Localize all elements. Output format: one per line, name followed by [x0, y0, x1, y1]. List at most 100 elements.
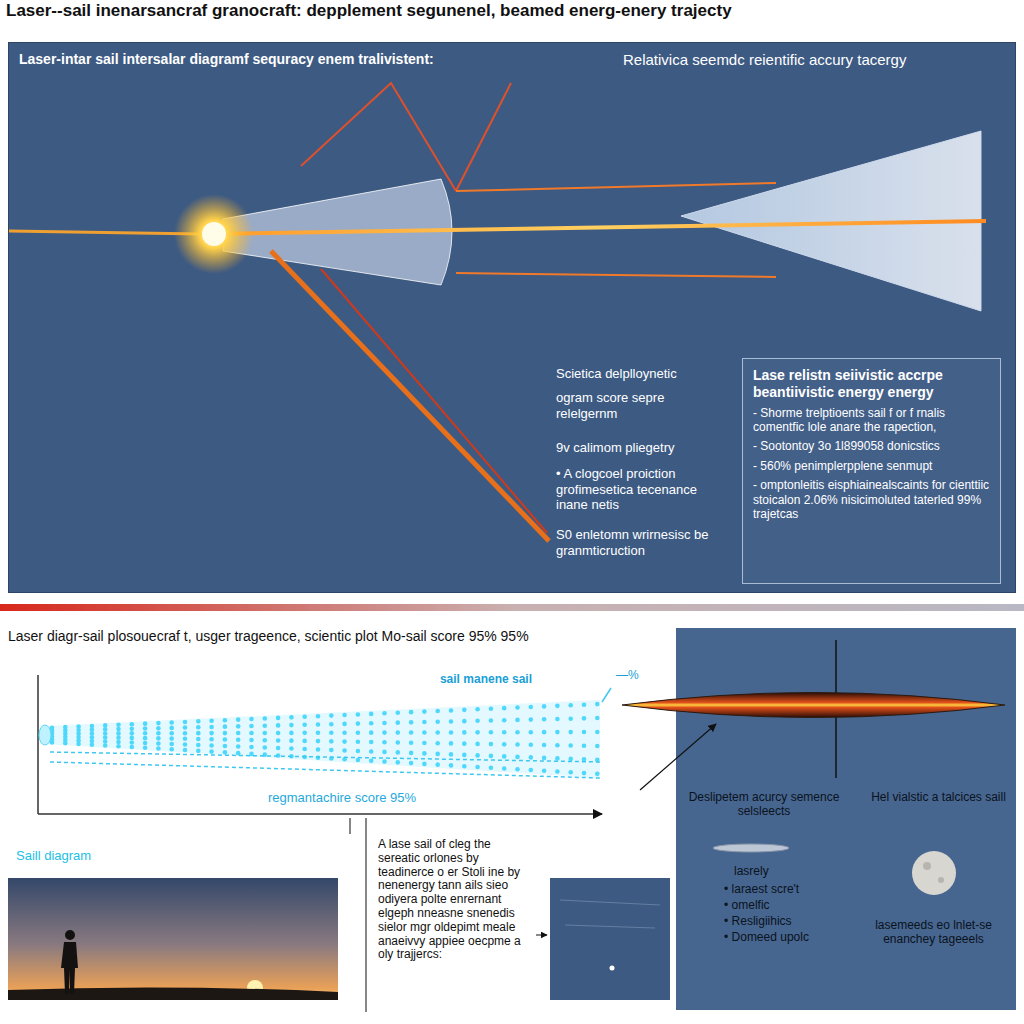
beam-dot	[289, 723, 294, 728]
beam-dot	[449, 741, 454, 746]
beam-dot	[422, 762, 427, 767]
beam-dot	[276, 731, 281, 736]
beam-dot	[515, 718, 520, 723]
beam-dot	[356, 712, 361, 717]
panel-caption: Hel vialstic a talcices saill	[866, 790, 1011, 804]
beam-dot	[143, 731, 148, 736]
beam-dot	[382, 740, 387, 745]
beam-dot	[223, 750, 228, 755]
bullet-text: - Sootontoy 3o 1l899058 donicstics	[753, 439, 990, 453]
beam-dot	[196, 719, 201, 724]
dashed-line	[50, 752, 600, 762]
beam-dot	[396, 710, 401, 715]
note-text: S0 enletomn wrirnesisc be granmticructio…	[556, 527, 726, 558]
beam-dot	[422, 709, 427, 714]
beam-dot	[595, 744, 600, 749]
dashed-line	[50, 762, 600, 778]
beam-dot	[489, 754, 494, 759]
beam-dot	[449, 719, 454, 724]
beam-dot	[116, 744, 121, 749]
figure-label: Saill diagram	[16, 848, 176, 864]
beam-dot	[276, 746, 281, 751]
incoming-beam	[9, 231, 201, 234]
beam-dot	[342, 748, 347, 753]
beam-dot	[529, 705, 534, 710]
beam-dot	[542, 704, 547, 709]
beam-dot	[103, 731, 108, 736]
beam-dot	[555, 743, 560, 748]
beam-dot	[475, 742, 480, 747]
beam-dot	[568, 703, 573, 708]
beam-dot	[475, 765, 480, 770]
beam-dot	[289, 715, 294, 720]
beam-dot	[542, 730, 547, 735]
beam-dot	[515, 730, 520, 735]
beam-dot	[409, 740, 414, 745]
beam-dot	[449, 752, 454, 757]
beam-lens	[622, 693, 1005, 718]
note-text: 9v calimom pliegetry	[556, 440, 716, 456]
sail-disc	[713, 844, 789, 852]
leader-line	[366, 818, 367, 1012]
beam-dot	[169, 736, 174, 741]
beam-dot	[183, 742, 188, 747]
pointer-arrow	[640, 724, 716, 790]
beam-dot	[529, 768, 534, 773]
beam-dot	[489, 742, 494, 747]
beam-dot	[515, 767, 520, 772]
beam-dot	[369, 721, 374, 726]
beam-dot	[209, 731, 214, 736]
beam-dot	[529, 730, 534, 735]
beam-dot	[356, 758, 361, 763]
image-star	[610, 966, 615, 971]
panel-heading: Relativica seemdc reientific accury tace…	[623, 51, 1003, 69]
beam-dot	[475, 730, 480, 735]
beam-dot	[223, 737, 228, 742]
beam-dot	[263, 745, 268, 750]
beam-dot	[223, 724, 228, 729]
beam-dot	[356, 721, 361, 726]
beam-dot	[223, 731, 228, 736]
beam-dot	[409, 720, 414, 725]
bullet-text: - 560% penimplerpplene senmupt	[753, 459, 990, 473]
laser-ray	[456, 183, 776, 191]
beam-dot	[130, 726, 135, 731]
beam-dot	[143, 726, 148, 731]
moon	[912, 851, 956, 895]
beam-band	[45, 700, 600, 778]
beam-dot	[502, 742, 507, 747]
beam-dot	[289, 731, 294, 736]
beam-dot	[568, 757, 573, 762]
beam-dot	[209, 725, 214, 730]
beam-dot	[555, 704, 560, 709]
beam-dot	[356, 749, 361, 754]
y-axis	[37, 675, 39, 814]
sunset-photo	[8, 878, 338, 1000]
beam-dot	[449, 708, 454, 713]
beam-dot	[435, 709, 440, 714]
beam-dot	[209, 718, 214, 723]
beam-dot	[156, 736, 161, 741]
beam-dot	[329, 722, 334, 727]
beam-dot	[103, 739, 108, 744]
beam-dot	[249, 738, 254, 743]
beam-dot	[542, 756, 547, 761]
result-panel: Deslipetem acurcy semence selsleectsHel …	[676, 628, 1016, 1010]
beam-dot	[475, 707, 480, 712]
beam-dot	[316, 739, 321, 744]
beam-dot	[529, 743, 534, 748]
beam-dot	[369, 740, 374, 745]
beam-dot	[462, 708, 467, 713]
beam-dot	[475, 753, 480, 758]
beam-dot	[489, 730, 494, 735]
beam-dot	[209, 749, 214, 754]
beam-dot	[369, 730, 374, 735]
beam-dot	[329, 739, 334, 744]
beam-dot	[143, 721, 148, 726]
beam-dot	[555, 769, 560, 774]
leader-line	[350, 818, 351, 834]
beam-dot	[130, 722, 135, 727]
beam-dot	[382, 711, 387, 716]
beam-dot	[462, 730, 467, 735]
